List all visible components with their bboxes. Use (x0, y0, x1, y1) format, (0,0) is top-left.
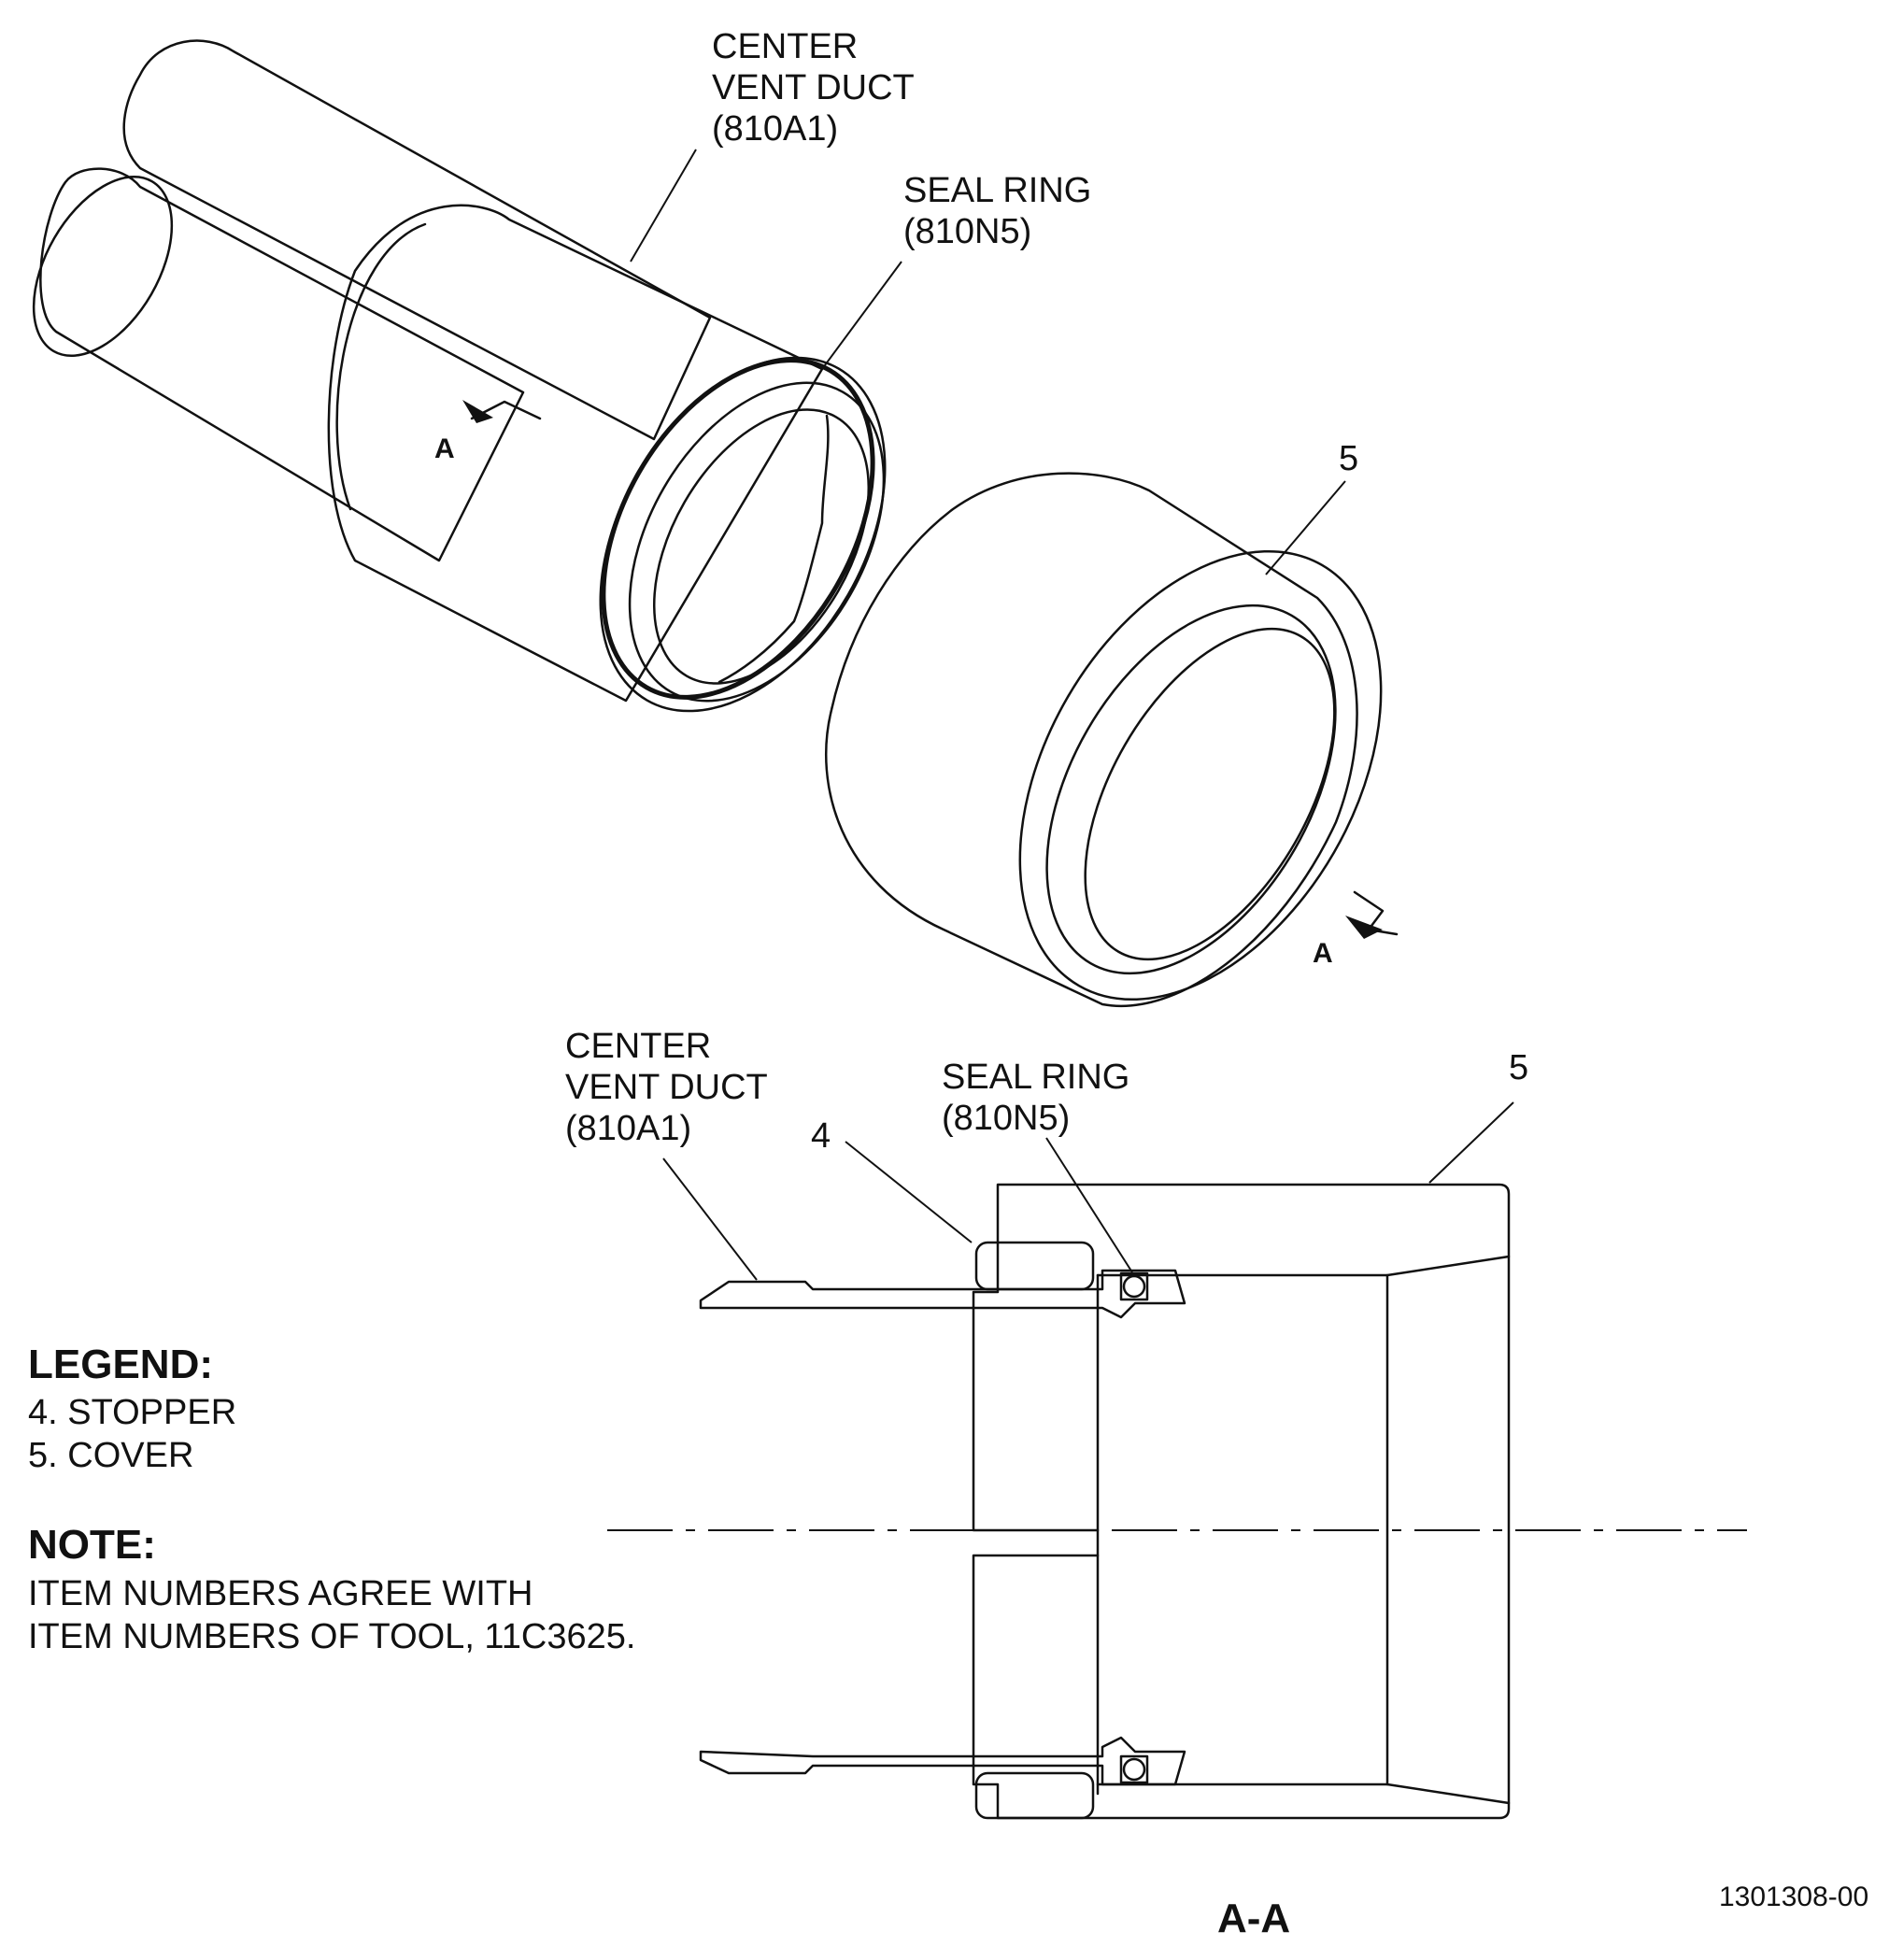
center-vent-duct-iso (32, 39, 887, 713)
legend: LEGEND: 4. STOPPER 5. COVER (28, 1342, 236, 1475)
cover-front-face (1018, 549, 1383, 1001)
note-line: ITEM NUMBERS AGREE WITH (28, 1574, 533, 1613)
view-arrow-a-lower: A (1313, 890, 1399, 969)
legend-title: LEGEND: (28, 1342, 213, 1387)
seal-ring-oring-upper (1122, 1274, 1146, 1299)
cover-bore-outer (1045, 604, 1337, 975)
figure-id: 1301308-00 (1719, 1882, 1868, 1912)
stopper-upper (974, 1241, 1095, 1291)
leader-item-5-top (1265, 480, 1346, 575)
seal-ring-iso (601, 358, 875, 700)
section-title: A-A (1217, 1896, 1290, 1941)
seal-ring-section-upper (1119, 1271, 1149, 1301)
duct-wall-lower (699, 1736, 1186, 1786)
view-arrow-a-label: A (1313, 938, 1333, 969)
cover-iso (825, 472, 1383, 1007)
label-item-5-top: 5 (1339, 439, 1358, 478)
duct-main-body (327, 204, 824, 703)
label-center-vent-duct-top: CENTER VENT DUCT (810A1) (712, 27, 924, 149)
duct-lower-branch (39, 167, 525, 562)
duct-wall-upper (699, 1269, 1186, 1319)
leader-item-4-section (845, 1141, 973, 1243)
section-a-a (607, 1183, 1747, 1820)
leader-center-vent-duct-section (662, 1158, 758, 1281)
duct-seam-line (335, 222, 427, 511)
label-item-5-section: 5 (1509, 1048, 1528, 1087)
cover-chamfer-upper (1385, 1255, 1511, 1277)
label-center-vent-duct-section: CENTER VENT DUCT (810A1) (565, 1027, 777, 1148)
leader-item-5-section (1428, 1101, 1514, 1184)
label-item-4-section: 4 (811, 1116, 831, 1156)
leader-seal-ring-section (1045, 1137, 1133, 1273)
duct-bore-detail (717, 414, 830, 684)
seal-ring-section-lower (1119, 1754, 1149, 1784)
duct-end-collar-inner (628, 381, 886, 703)
label-seal-ring-top: SEAL RING (810N5) (903, 171, 1101, 251)
note-line: ITEM NUMBERS OF TOOL, 11C3625. (28, 1617, 635, 1656)
legend-item: 4. STOPPER (28, 1393, 236, 1432)
view-arrow-a-upper: A (434, 400, 542, 464)
legend-item: 5. COVER (28, 1436, 193, 1475)
duct-upper-branch (122, 39, 712, 441)
duct-lower-branch-end (32, 175, 174, 358)
leader-seal-ring-top (821, 261, 902, 370)
seal-ring-oring-lower (1122, 1757, 1146, 1782)
stopper-lower (974, 1771, 1095, 1820)
cover-bore-inner (1084, 627, 1336, 961)
note: NOTE: ITEM NUMBERS AGREE WITH ITEM NUMBE… (28, 1522, 635, 1656)
cover-section (972, 1183, 1511, 1820)
note-title: NOTE: (28, 1522, 156, 1568)
leader-center-vent-duct-top (630, 149, 697, 263)
label-seal-ring-section: SEAL RING (810N5) (942, 1058, 1140, 1138)
duct-bore (652, 408, 871, 685)
cover-chamfer-lower (1385, 1782, 1511, 1805)
view-arrow-a-label: A (434, 433, 455, 464)
cover-outer-body (825, 472, 1358, 1007)
cover-bore-outline (1096, 1273, 1389, 1786)
